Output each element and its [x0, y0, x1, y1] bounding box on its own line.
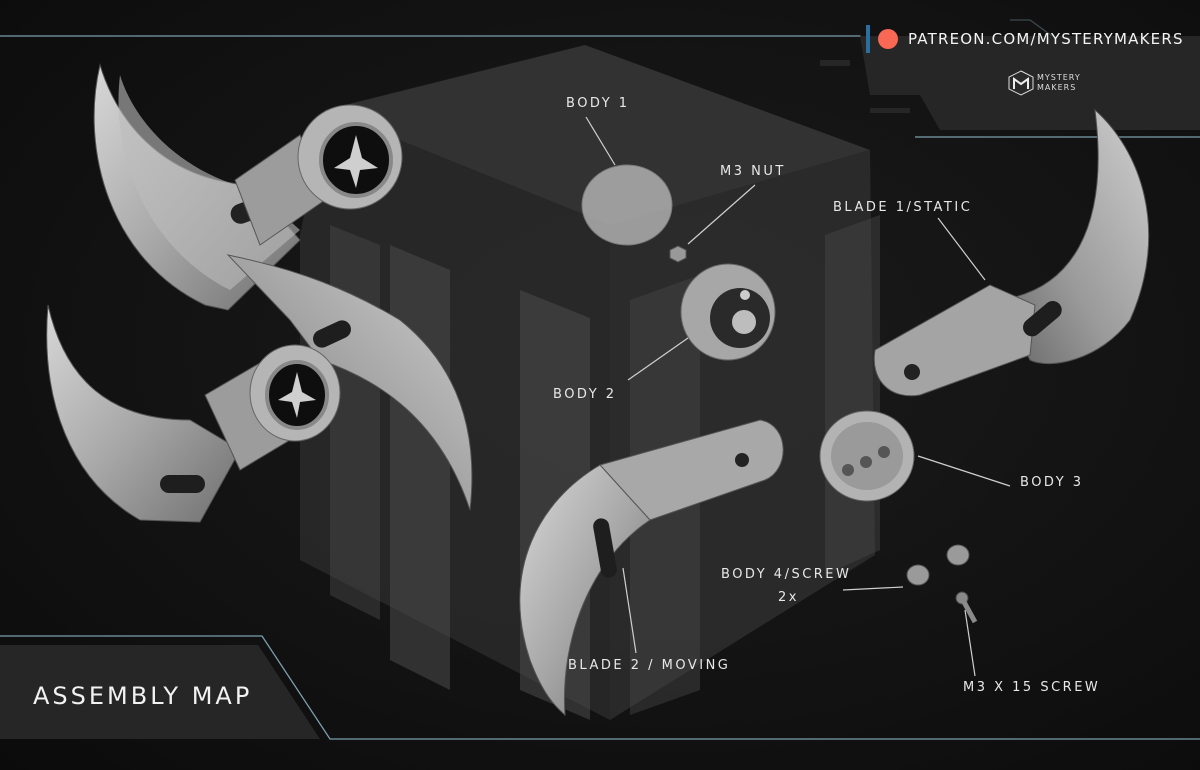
patreon-link[interactable]: PATREON.COM/MYSTERYMAKERS — [866, 24, 1184, 54]
logo-line-2: MAKERS — [1037, 83, 1077, 92]
body-2-part — [680, 263, 776, 361]
label-m3-nut: M3 NUT — [720, 164, 786, 179]
body-1-part — [581, 164, 673, 246]
body-3-part — [819, 410, 915, 502]
body-4-parts — [906, 544, 970, 586]
label-m3-screw: M3 x 15 screw — [963, 680, 1101, 695]
patreon-icon — [878, 29, 898, 49]
blade-2-part — [519, 419, 784, 717]
blade-1-part — [873, 108, 1150, 397]
mystery-makers-logo-icon — [1008, 70, 1034, 96]
assembled-claw-bottom — [46, 254, 473, 523]
label-blade-1: BLADE 1/STATIC — [833, 200, 973, 215]
label-body-2: BODY 2 — [553, 387, 617, 402]
label-body-4-qty: 2x — [778, 590, 799, 605]
label-body-1: BODY 1 — [566, 96, 630, 111]
label-body-4: BODY 4/SCREW — [721, 567, 852, 582]
patreon-url[interactable]: PATREON.COM/MYSTERYMAKERS — [908, 30, 1184, 48]
label-body-3: BODY 3 — [1020, 475, 1084, 490]
m3-screw-part — [955, 591, 978, 624]
assembled-claw-top — [93, 63, 403, 311]
logo-line-1: MYSTERY — [1037, 73, 1081, 82]
leader-lines — [585, 116, 1011, 677]
patreon-bar-icon — [866, 25, 870, 53]
label-blade-2: BLADE 2 / MOVING — [568, 658, 731, 673]
page-title: ASSEMBLY MAP — [33, 682, 253, 710]
m3-nut-part — [669, 245, 687, 263]
mystery-makers-logo: MYSTERY MAKERS — [1008, 70, 1081, 96]
